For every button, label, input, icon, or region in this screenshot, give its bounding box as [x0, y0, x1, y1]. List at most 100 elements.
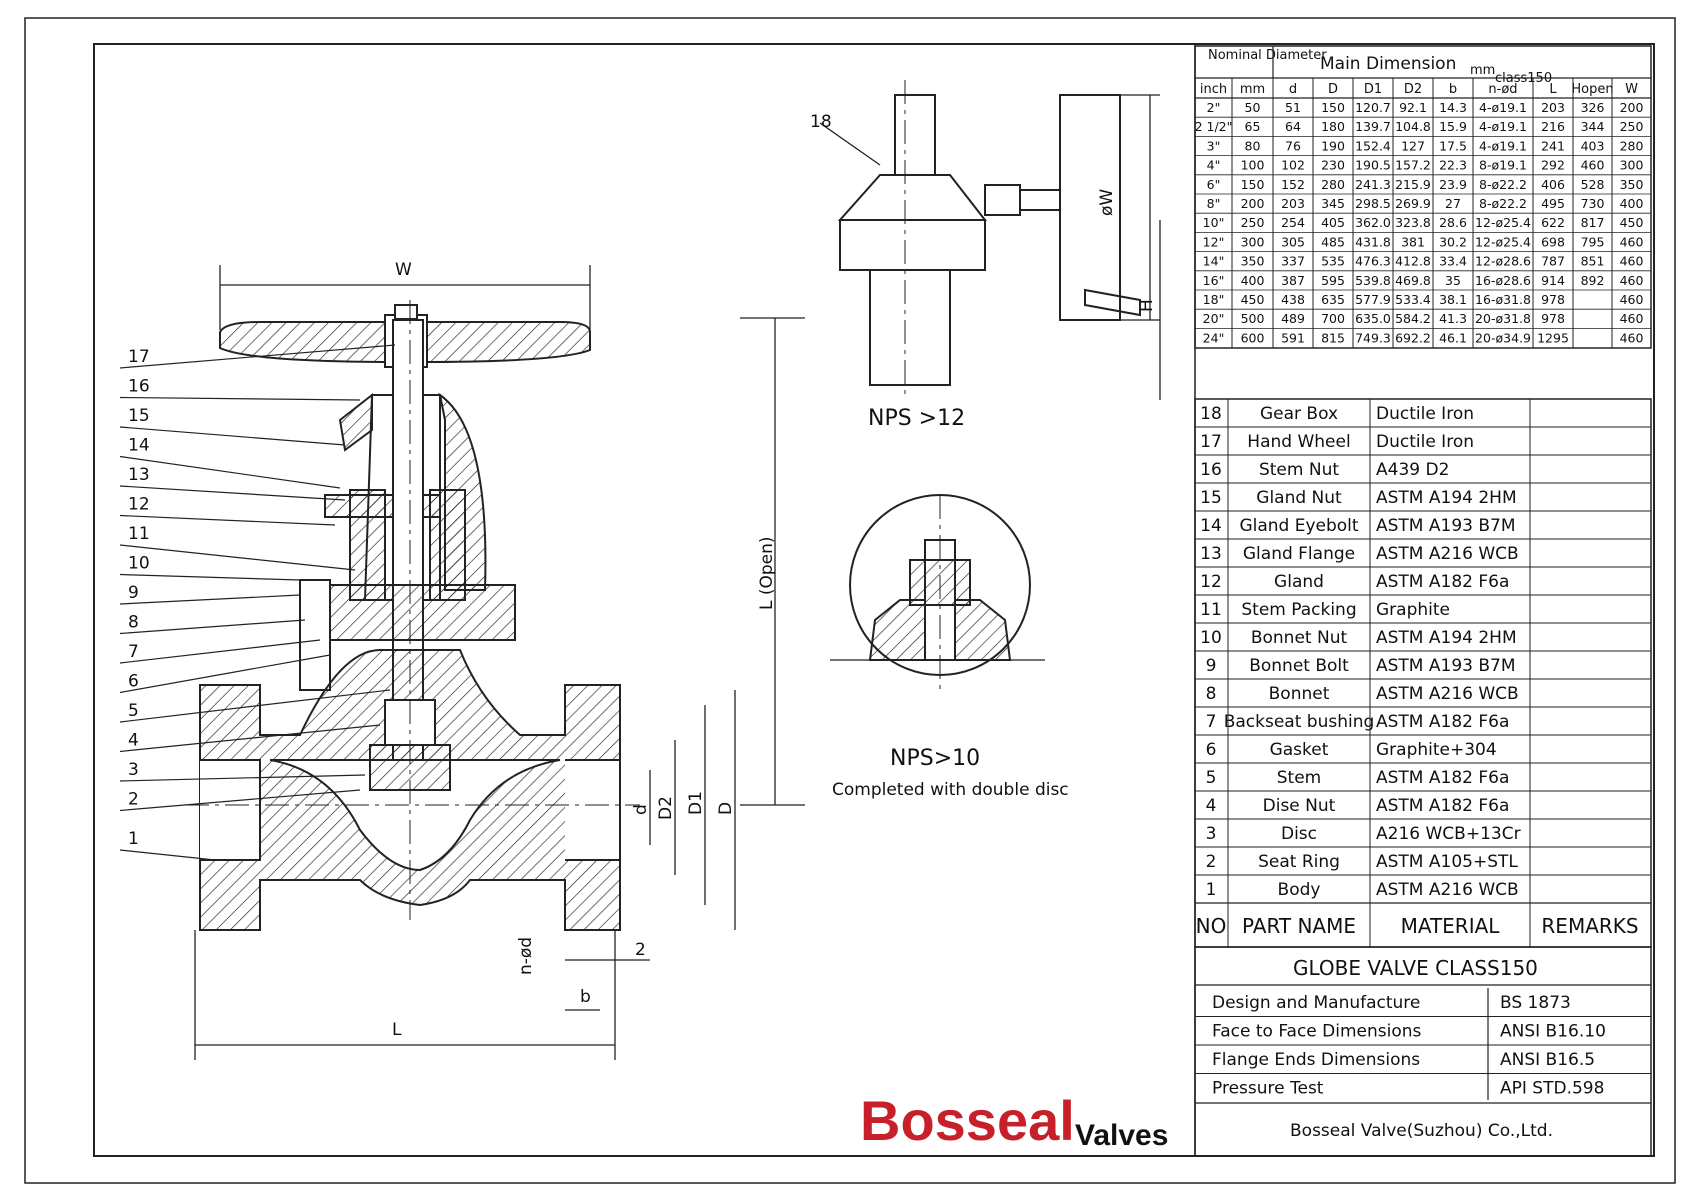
bom-material: ASTM A194 2HM [1376, 628, 1517, 648]
dim-table-cell: 817 [1581, 215, 1605, 230]
title-block-title: GLOBE VALVE CLASS150 [1293, 956, 1538, 980]
leader-line-5 [119, 689, 391, 723]
dim-table-cell: 450 [1241, 292, 1265, 307]
bom-no: 5 [1206, 768, 1217, 788]
dim-table-cell: 300 [1241, 234, 1265, 249]
leader-label-6: 6 [128, 672, 139, 692]
outer-border [24, 17, 1676, 1184]
dim-table-cell: 28.6 [1439, 215, 1467, 230]
bom-material: Ductile Iron [1376, 432, 1474, 452]
bom-material: Ductile Iron [1376, 404, 1474, 424]
dim-table-cell: 362.0 [1355, 215, 1391, 230]
dim-table-cell: 190.5 [1355, 158, 1391, 173]
logo-word: Valves [1075, 1119, 1168, 1152]
dim-table-header: Hopen [1571, 82, 1613, 97]
dim-table-cell: 64 [1285, 119, 1301, 134]
dim-table-cell: 6" [1207, 177, 1221, 192]
dim-table-cell: 4-ø19.1 [1479, 100, 1527, 115]
dim-table-cell: 337 [1281, 254, 1305, 269]
bom-header: PART NAME [1242, 914, 1356, 938]
dim-table-cell: 76 [1285, 138, 1301, 153]
dim-table-cell: 489 [1281, 311, 1305, 326]
spec-value: ANSI B16.5 [1500, 1050, 1595, 1070]
dim-table-cell: 2 1/2" [1195, 119, 1233, 134]
bom-header: MATERIAL [1401, 914, 1501, 938]
dim-table-cell: 250 [1241, 215, 1265, 230]
bom-part-name: Stem Packing [1241, 600, 1356, 620]
dim-table-cell: 23.9 [1439, 177, 1467, 192]
dim-table-cell: 14.3 [1439, 100, 1467, 115]
spec-value: API STD.598 [1500, 1079, 1604, 1099]
leader-line-9 [119, 594, 301, 605]
leader-label-3: 3 [128, 760, 139, 780]
bom-no: 1 [1206, 880, 1217, 900]
leader-label-15: 15 [128, 406, 150, 426]
dim-table-cell: 200 [1241, 196, 1265, 211]
dim-table-cell: 323.8 [1395, 215, 1431, 230]
leader-line-16 [119, 396, 361, 401]
dim-table-cell: 190 [1321, 138, 1345, 153]
dim-table-cell: 460 [1620, 234, 1644, 249]
dim-table-cell: 533.4 [1395, 292, 1431, 307]
bom-material: ASTM A193 B7M [1376, 656, 1516, 676]
bom-no: 9 [1206, 656, 1217, 676]
dim-table-cell: 120.7 [1355, 100, 1391, 115]
bom-part-name: Dise Nut [1263, 796, 1336, 816]
dim-table-cell: 20" [1203, 311, 1225, 326]
dim-table-cell: 298.5 [1355, 196, 1391, 211]
dim-table-cell: 381 [1401, 234, 1425, 249]
dim-table-cell: 16-ø28.6 [1475, 273, 1531, 288]
dim-table-cell: 305 [1281, 234, 1305, 249]
dim-table-cell: 438 [1281, 292, 1305, 307]
spec-value: BS 1873 [1500, 993, 1571, 1013]
dim-table-cell: 35 [1445, 273, 1461, 288]
dim-table-cell: 30.2 [1439, 234, 1467, 249]
table-main-dimension-title: Main Dimension [1320, 54, 1456, 74]
dim-table-cell: 460 [1620, 273, 1644, 288]
dim-table-cell: 345 [1321, 196, 1345, 211]
dim-table-cell: 476.3 [1355, 254, 1391, 269]
dim-table-cell: 2" [1207, 100, 1221, 115]
dim-phi-w-label: øW [1097, 189, 1117, 216]
leader-line-6 [119, 654, 331, 694]
leader-label-17: 17 [128, 347, 150, 367]
bom-part-name: Gasket [1270, 740, 1329, 760]
dim-table-cell: 102 [1281, 158, 1305, 173]
leader-line-15 [119, 426, 346, 446]
dim-table-cell: 22.3 [1439, 158, 1467, 173]
leader-line-10 [119, 573, 301, 581]
dim-d2-label: D2 [656, 796, 676, 820]
dim-table-cell: 18" [1203, 292, 1225, 307]
bom-part-name: Stem [1277, 768, 1321, 788]
table-unit-label: mm [1470, 63, 1495, 78]
spec-label: Face to Face Dimensions [1212, 1022, 1422, 1042]
dim-table-cell: 460 [1620, 254, 1644, 269]
bom-material: ASTM A182 F6a [1376, 768, 1509, 788]
bom-header: REMARKS [1541, 914, 1638, 938]
bom-material: Graphite+304 [1376, 740, 1497, 760]
bom-no: 18 [1200, 404, 1222, 424]
dim-table-cell: 180 [1321, 119, 1345, 134]
bom-material: ASTM A216 WCB [1376, 684, 1519, 704]
bom-part-name: Gland Flange [1243, 544, 1355, 564]
leader-line-3 [119, 774, 366, 782]
dim-table-cell: 584.2 [1395, 311, 1431, 326]
dim-table-cell: 51 [1285, 100, 1301, 115]
bom-part-name: Body [1278, 880, 1321, 900]
dim-table-cell: 250 [1620, 119, 1644, 134]
dim-table-cell: 12-ø25.4 [1475, 215, 1531, 230]
dim-table-cell: 100 [1241, 158, 1265, 173]
dim-table-cell: 200 [1620, 100, 1644, 115]
main-dimensions [194, 265, 805, 1060]
bom-part-name: Backseat bushing [1224, 712, 1375, 732]
dim-table-cell: 215.9 [1395, 177, 1431, 192]
bom-no: 4 [1206, 796, 1217, 816]
dim-table-header: D1 [1364, 82, 1382, 97]
dim-table-cell: 412.8 [1395, 254, 1431, 269]
leader-label-9: 9 [128, 583, 139, 603]
dim-table-cell: 692.2 [1395, 330, 1431, 345]
dim-table-cell: 46.1 [1439, 330, 1467, 345]
leader-line-12 [119, 514, 336, 526]
leader-label-13: 13 [128, 465, 150, 485]
dim-table-header: inch [1200, 82, 1227, 97]
